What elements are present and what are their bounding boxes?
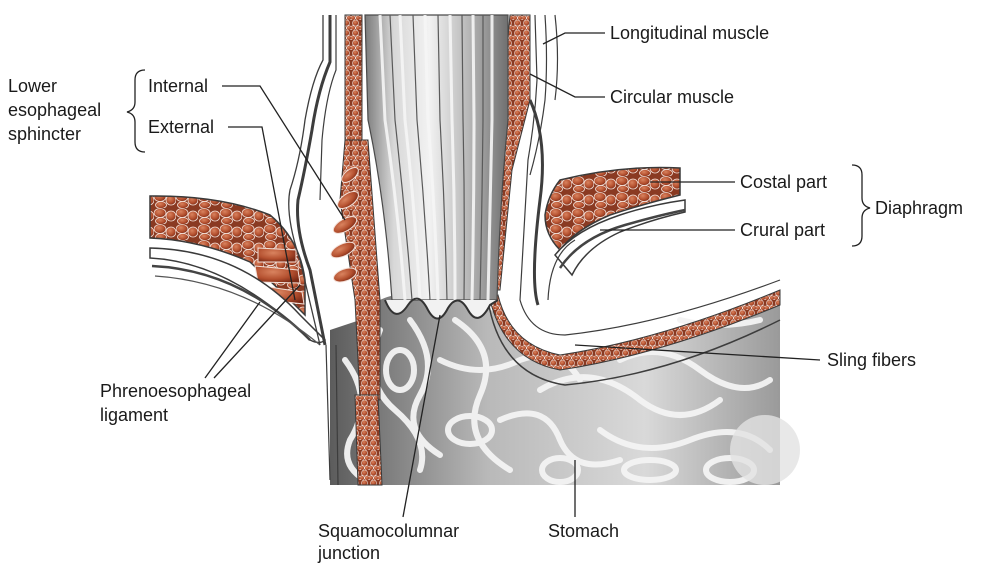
label-lower-sphincter-3: sphincter bbox=[8, 124, 81, 144]
label-squamocolumnar-2: junction bbox=[317, 543, 380, 563]
label-stomach: Stomach bbox=[548, 521, 619, 541]
esophageal-lumen bbox=[365, 15, 508, 319]
leader-circular bbox=[530, 74, 605, 97]
leader-longitudinal bbox=[543, 33, 605, 44]
label-phrenoesophageal-2: ligament bbox=[100, 405, 168, 425]
label-lower-sphincter-1: Lower bbox=[8, 76, 57, 96]
label-costal-part: Costal part bbox=[740, 172, 827, 192]
label-circular-muscle: Circular muscle bbox=[610, 87, 734, 107]
label-external: External bbox=[148, 117, 214, 137]
label-crural-part: Crural part bbox=[740, 220, 825, 240]
label-squamocolumnar-1: Squamocolumnar bbox=[318, 521, 459, 541]
label-diaphragm: Diaphragm bbox=[875, 198, 963, 218]
brace-lower-esophageal-sphincter bbox=[127, 70, 145, 152]
brace-diaphragm bbox=[852, 165, 870, 246]
label-phrenoesophageal-1: Phrenoesophageal bbox=[100, 381, 251, 401]
label-lower-sphincter-2: esophageal bbox=[8, 100, 101, 120]
leader-phreno-1 bbox=[205, 302, 260, 378]
label-longitudinal-muscle: Longitudinal muscle bbox=[610, 23, 769, 43]
label-internal: Internal bbox=[148, 76, 208, 96]
right-diaphragm bbox=[545, 168, 685, 301]
label-sling-fibers: Sling fibers bbox=[827, 350, 916, 370]
